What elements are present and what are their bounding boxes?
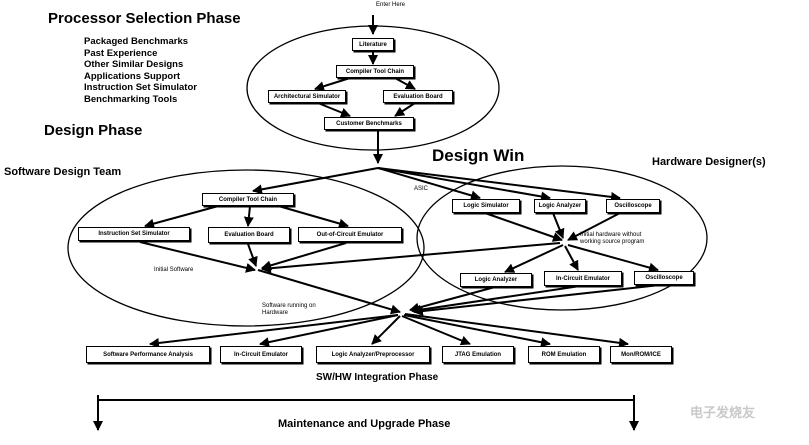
- software-running-label: Software running on Hardware: [262, 303, 316, 316]
- enter-here-label: Enter Here: [376, 2, 406, 8]
- initial-hardware-label: Initial hardware without working source …: [580, 232, 645, 245]
- merge-to-jtag-arrow: [401, 315, 471, 346]
- logic-simulator-box: Logic Simulator: [452, 199, 520, 213]
- rom-emulation-box: ROM Emulation: [528, 346, 600, 363]
- criteria-item: Benchmarking Tools: [84, 93, 178, 105]
- processor-selection-phase-title: Processor Selection Phase: [48, 10, 241, 27]
- arch-to-bench-arrow: [317, 102, 351, 118]
- initial-to-merge-arrow: [257, 269, 401, 315]
- in-circuit-emulator-bottom-box: In-Circuit Emulator: [220, 346, 302, 363]
- evaluation-board-top-box: Evaluation Board: [383, 90, 453, 103]
- customer-benchmarks-box: Customer Benchmarks: [324, 117, 414, 130]
- eval-to-bench-arrow: [394, 102, 416, 117]
- hub-to-la-mid-arrow: [504, 244, 564, 273]
- software-performance-analysis-box: Software Performance Analysis: [86, 346, 210, 363]
- compiler-to-arch-arrow: [314, 77, 351, 92]
- merge-to-rom-arrow: [403, 314, 551, 348]
- logic-analyzer-mid-box: Logic Analyzer: [460, 273, 532, 287]
- logicsim-to-hub-arrow: [484, 212, 563, 242]
- out-of-circuit-emulator-box: Out-of-Circuit Emulator: [298, 227, 402, 242]
- maintenance-phase-title: Maintenance and Upgrade Phase: [278, 418, 451, 430]
- literature-box: Literature: [352, 38, 394, 51]
- design-phase-title: Design Phase: [44, 122, 143, 139]
- merge-to-monitor-arrow: [404, 313, 629, 348]
- iss-to-initial-arrow: [139, 241, 256, 273]
- hub-to-ice-mid-arrow: [564, 245, 579, 271]
- win-to-logicsim-arrow: [377, 167, 481, 201]
- merge-to-ice-bottom-arrow: [259, 314, 399, 348]
- watermark-logo: 电子发烧友: [690, 405, 756, 420]
- scope-mid-to-merge-arrow: [413, 284, 661, 316]
- sw-compiler-to-ooce-arrow: [274, 204, 349, 229]
- architectural-simulator-box: Architectural Simulator: [268, 90, 346, 103]
- jtag-emulation-box: JTAG Emulation: [442, 346, 514, 363]
- logic-analyzer-top-box: Logic Analyzer: [534, 199, 586, 213]
- scope-to-hub-arrow: [567, 212, 621, 241]
- instruction-set-simulator-box: Instruction Set Simulator: [78, 227, 190, 241]
- oscilloscope-mid-box: Oscilloscope: [634, 271, 694, 285]
- software-team-ellipse: [67, 169, 425, 327]
- win-to-logicanalyzer-arrow: [377, 167, 551, 202]
- hub-to-scope-mid-arrow: [567, 244, 659, 273]
- criteria-item: Instruction Set Simulator: [84, 82, 197, 93]
- compiler-to-eval-arrow: [394, 77, 416, 90]
- initial-software-label: Initial Software: [154, 267, 194, 273]
- sw-compiler-to-iss-arrow: [144, 204, 223, 229]
- win-to-scope-arrow: [377, 167, 621, 202]
- compiler-tool-chain-top-box: Compiler Tool Chain: [336, 65, 414, 78]
- logic-analyzer-preprocessor-box: Logic Analyzer/Preprocessor: [316, 346, 430, 363]
- la-mid-to-merge-arrow: [409, 286, 496, 313]
- merge-to-spa-arrow: [149, 314, 399, 348]
- asic-label: ASIC: [414, 186, 429, 192]
- compiler-tool-chain-sw-box: Compiler Tool Chain: [202, 193, 294, 206]
- logicanalyzer-to-hub-arrow: [552, 212, 565, 239]
- hw-to-initial-software-arrow: [261, 242, 561, 274]
- criteria-item: Other Similar Designs: [84, 59, 184, 70]
- ooce-to-initial-arrow: [261, 242, 347, 271]
- criteria-list: Packaged Benchmarks Past Experience Othe…: [84, 36, 197, 105]
- criteria-item: Packaged Benchmarks: [84, 36, 189, 47]
- monitor-box: Mon/ROM/ICE: [610, 346, 672, 363]
- eval-to-initial-arrow: [247, 243, 258, 267]
- hardware-team-ellipse: [416, 165, 708, 311]
- software-design-team-title: Software Design Team: [4, 166, 122, 178]
- sw-compiler-to-eval-arrow: [243, 205, 254, 227]
- evaluation-board-sw-box: Evaluation Board: [208, 227, 290, 243]
- ice-mid-to-merge-arrow: [411, 285, 581, 315]
- criteria-item: Past Experience: [84, 47, 158, 59]
- in-circuit-emulator-mid-box: In-Circuit Emulator: [544, 271, 622, 286]
- hardware-designers-title: Hardware Designer(s): [652, 156, 766, 168]
- criteria-item: Applications Support: [84, 70, 181, 82]
- oscilloscope-top-box: Oscilloscope: [606, 199, 660, 213]
- design-win-title: Design Win: [432, 146, 525, 165]
- win-to-sw-arrow: [252, 167, 379, 195]
- merge-to-la-pre-arrow: [371, 315, 401, 345]
- integration-phase-title: SW/HW Integration Phase: [316, 372, 439, 383]
